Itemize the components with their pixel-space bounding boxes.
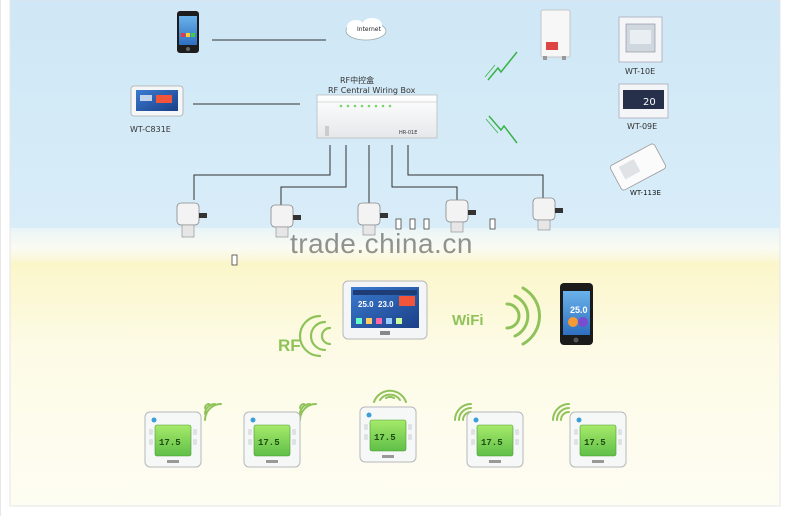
hub-model: HR-01E [399, 130, 418, 136]
wiring-lines [193, 145, 544, 205]
hub-title-cn: RF中控盒 [340, 76, 375, 85]
thermostat-wt113e-label: WT-113E [630, 189, 661, 197]
thermostat-reading: 17.5 [374, 433, 396, 443]
actuator-icon [445, 199, 476, 233]
connector-icons [231, 218, 496, 266]
actuator-icon [532, 197, 563, 231]
internet-label: Internet [357, 26, 381, 33]
thermostat-reading: 17.5 [481, 438, 503, 448]
wifi-label: WiFi [452, 312, 484, 329]
rf-central-wiring-box-icon [316, 94, 438, 139]
wired-controller-label: WT-C831E [130, 125, 171, 134]
watermark-text: trade.china.cn [290, 228, 473, 259]
internet-cloud-icon [345, 18, 387, 41]
thermostat-icon: 17.5 [243, 411, 301, 468]
rf-label: RF [278, 336, 301, 355]
actuator-icon [270, 204, 301, 238]
thermostat-wt09e-label: WT-09E [627, 122, 658, 131]
thermostat-reading: 17.5 [159, 438, 181, 448]
boiler-icon [540, 9, 571, 60]
actuator-icon [357, 202, 388, 236]
thermostat-signal-icons [204, 389, 570, 421]
thermostat-icon: 17.5 [359, 406, 417, 463]
smartphone-icon [560, 283, 593, 345]
hub-title-en: RF Central Wiring Box [328, 86, 416, 95]
thermostat-wt09e-icon: 20 [618, 83, 669, 119]
thermostat-wt10e-label: WT-10E [625, 67, 656, 76]
thermostat-wt10e-icon [618, 16, 663, 63]
controller-reading-1: 25.0 [358, 300, 374, 309]
controller-reading-2: 23.0 [378, 300, 394, 309]
thermostat-reading: 17.5 [258, 438, 280, 448]
thermostat-row: 17.5 17.5 17.5 17.5 17.5 [144, 406, 627, 468]
rf-signal-icon [298, 314, 332, 358]
wireless-controller-icon [342, 280, 428, 340]
thermostat-icon: 17.5 [466, 411, 524, 468]
wifi-signal-icon [505, 286, 541, 346]
touch-controller-icon [130, 85, 184, 117]
transition-band [10, 228, 780, 268]
thermostat-wt113e-icon [610, 143, 666, 191]
thermostat-reading: 17.5 [584, 438, 606, 448]
actuator-icon [176, 202, 207, 238]
smartphone-icon [177, 11, 199, 53]
svg-text:20: 20 [643, 97, 656, 108]
wireless-signal-icon [487, 51, 518, 81]
thermostat-icon: 17.5 [144, 411, 202, 468]
wireless-signal-icon [488, 115, 518, 144]
thermostat-icon: 17.5 [569, 411, 627, 468]
phone-reading: 25.0 [570, 305, 588, 315]
